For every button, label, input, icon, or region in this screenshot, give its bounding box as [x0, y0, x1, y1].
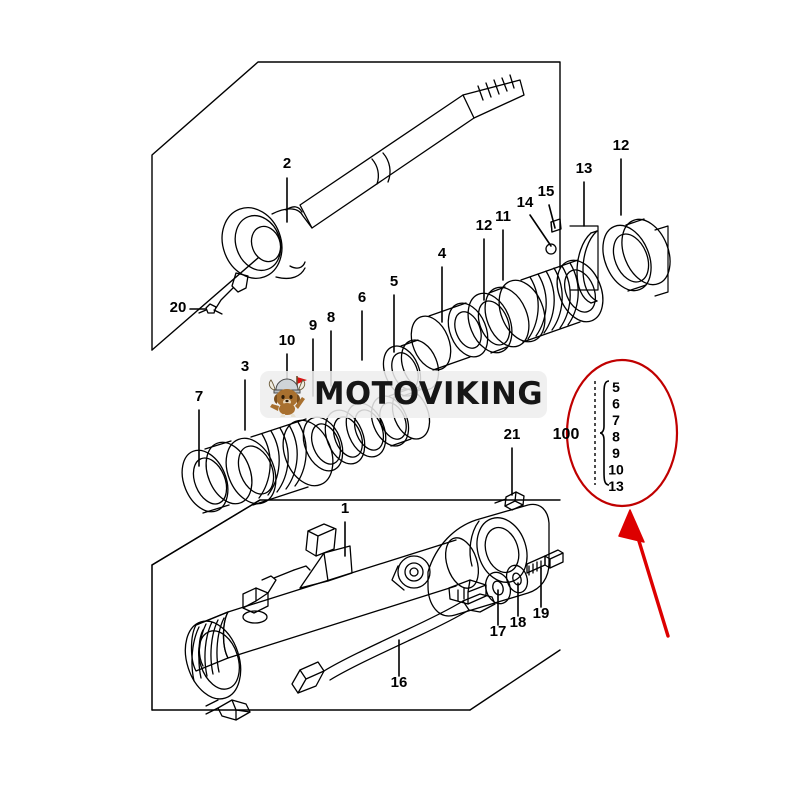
- callout-1: 1: [341, 500, 349, 557]
- group-100-item: 7: [612, 412, 620, 428]
- callout-18: 18: [510, 582, 527, 631]
- part-grease-fitting-20: [198, 303, 223, 315]
- callout-4: 4: [438, 245, 447, 323]
- part-ring-12-right: [602, 218, 671, 292]
- callout-label: 12: [476, 217, 493, 234]
- part-gland-7: [181, 440, 253, 514]
- panel-flap-right: [654, 225, 669, 297]
- part-cylinder-head-3: [225, 418, 334, 506]
- callout-16: 16: [391, 639, 408, 691]
- callout-13: 13: [576, 160, 593, 227]
- group-100-label: 100: [553, 426, 580, 443]
- callout-17: 17: [490, 589, 507, 640]
- part-piston-11: [498, 259, 604, 343]
- callout-15: 15: [538, 183, 556, 229]
- viking-dog-mascot-icon: [268, 376, 307, 417]
- part-plug-15: [550, 218, 562, 233]
- part-ring-12-left: [467, 286, 530, 354]
- group-100-item: 5: [612, 379, 620, 395]
- callout-label: 17: [490, 623, 507, 640]
- part-piston-rod-2: [215, 74, 525, 309]
- callout-label: 16: [391, 674, 408, 691]
- group-100-item: 10: [608, 462, 624, 478]
- group-100-item: 8: [612, 429, 620, 445]
- part-ball-14: [545, 243, 557, 255]
- callout-label: 9: [309, 317, 317, 334]
- part-seal-ring-10: [302, 416, 344, 472]
- callout-2: 2: [283, 155, 291, 223]
- part-spacer-4: [410, 302, 489, 371]
- group-100-item: 6: [612, 396, 620, 412]
- callout-14: 14: [517, 194, 552, 247]
- callout-label: 19: [533, 605, 550, 622]
- callout-label: 15: [538, 183, 555, 200]
- callout-12: 12: [613, 137, 630, 216]
- callout-label: 7: [195, 388, 203, 405]
- callout-21: 21: [504, 426, 521, 496]
- part-cylinder-tube-1: [190, 503, 550, 721]
- callout-label: 20: [170, 299, 187, 316]
- part-bolt-21: [494, 491, 525, 511]
- callout-label: 8: [327, 309, 335, 326]
- callout-label: 4: [438, 245, 447, 262]
- callout-label: 18: [510, 614, 527, 631]
- part-elbow-fitting: [242, 565, 311, 624]
- callout-6: 6: [358, 289, 366, 361]
- callout-label: 6: [358, 289, 366, 306]
- callout-7: 7: [195, 388, 203, 467]
- callout-label: 5: [390, 273, 398, 290]
- callout-label: 11: [495, 208, 511, 225]
- part-backup-ring-13: [576, 230, 598, 304]
- callout-leader-line: [529, 214, 552, 247]
- callout-label: 12: [613, 137, 630, 154]
- callout-leader-line: [548, 204, 556, 229]
- callout-19: 19: [533, 567, 550, 622]
- group-100-bracket: [599, 380, 610, 486]
- part-seal-lower-7: [184, 617, 242, 700]
- group-100-item: 9: [612, 445, 620, 461]
- watermark-text: MOTOVIKING: [314, 376, 544, 412]
- watermark-overlay: MOTOVIKING: [260, 371, 547, 418]
- callout-3: 3: [241, 358, 249, 431]
- part-washer-17: [484, 571, 512, 605]
- callout-5: 5: [390, 273, 398, 353]
- callout-label: 2: [283, 155, 291, 172]
- callout-label: 3: [241, 358, 249, 375]
- callout-label: 13: [576, 160, 593, 177]
- part-bolt-19: [526, 549, 564, 576]
- callout-label: 10: [279, 332, 296, 349]
- group-100-item: 13: [608, 478, 624, 494]
- callout-label: 14: [517, 194, 534, 211]
- callout-label: 1: [341, 500, 349, 517]
- callout-20: 20: [170, 299, 206, 316]
- group-100-ellipse: [565, 358, 679, 508]
- callout-label: 21: [504, 426, 521, 443]
- callout-11: 11: [495, 208, 511, 281]
- callout-12: 12: [476, 217, 493, 301]
- part-washer-18: [505, 564, 529, 594]
- red-arrow-pointer: [618, 509, 670, 638]
